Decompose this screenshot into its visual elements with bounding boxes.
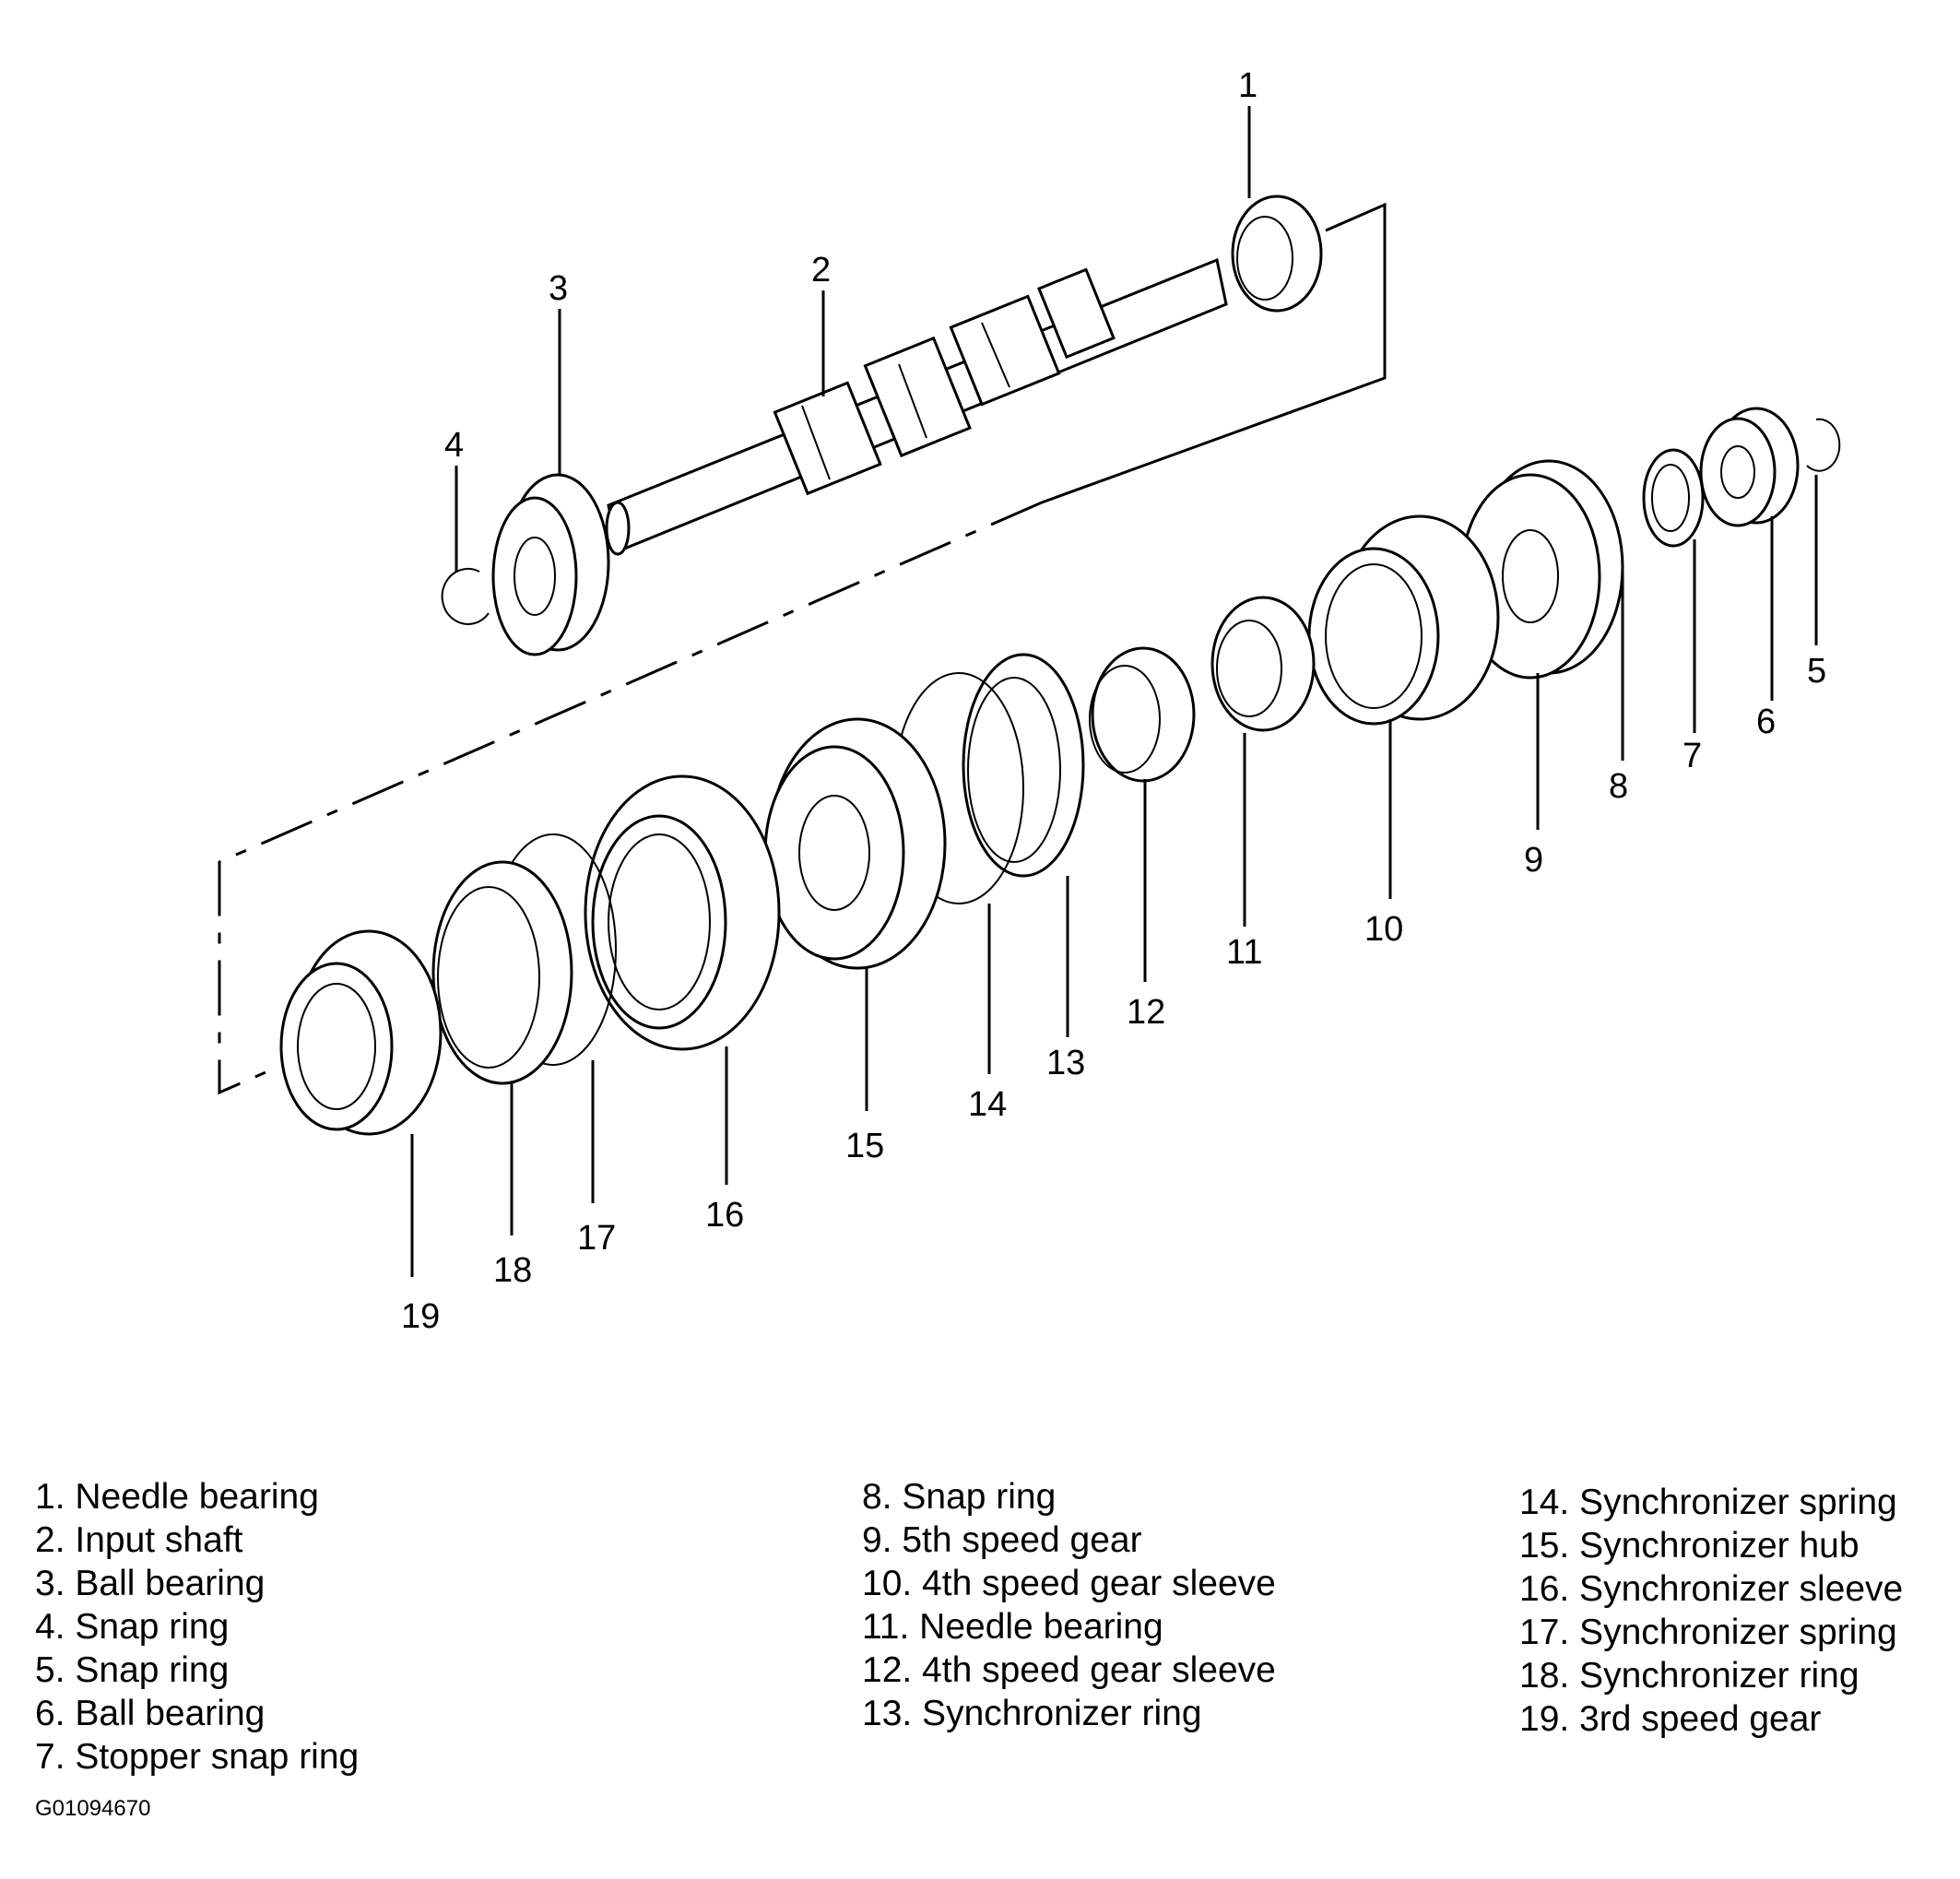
input-shaft: [605, 257, 1228, 556]
callout-12: 12: [1127, 993, 1165, 1032]
legend-item: 16. Synchronizer sleeve: [1519, 1569, 1904, 1609]
callout-14: 14: [968, 1085, 1007, 1124]
legend-item: 3. Ball bearing: [35, 1564, 266, 1603]
third-speed-gear-19: [279, 929, 443, 1136]
exploded-view-diagram: 1 2 3 4 5 6 7 8 9 10 11 12 13 14 15 16 1…: [218, 66, 1841, 1336]
callout-18: 18: [493, 1251, 532, 1290]
figure-id: G01094670: [35, 1796, 151, 1821]
synchronizer-ring-13: [962, 653, 1085, 878]
assembly-bracket: [218, 202, 1387, 1095]
legend-column-2: 8. Snap ring 9. 5th speed gear 10. 4th s…: [862, 1475, 1276, 1735]
snap-ring-4: [441, 567, 490, 625]
fourth-speed-gear-sleeve-12: [1089, 646, 1196, 783]
callout-15: 15: [845, 1127, 884, 1165]
callout-1: 1: [1238, 66, 1257, 105]
legend-item: 18. Synchronizer ring: [1519, 1656, 1860, 1696]
callout-16: 16: [705, 1196, 744, 1235]
legend-item: 5. Snap ring: [35, 1650, 230, 1690]
callout-4: 4: [444, 426, 464, 465]
callout-8: 8: [1609, 767, 1628, 806]
legend-column-3: 14. Synchronizer spring 15. Synchronizer…: [1519, 1481, 1903, 1741]
callout-6: 6: [1756, 703, 1776, 741]
legend-item: 2. Input shaft: [35, 1520, 243, 1560]
legend-item: 10. 4th speed gear sleeve: [862, 1564, 1276, 1603]
synchronizer-hub-15: [763, 717, 947, 970]
callout-7: 7: [1683, 737, 1702, 775]
ball-bearing-3: [491, 473, 610, 656]
legend-column-1: 1. Needle bearing 2. Input shaft 3. Ball…: [35, 1475, 359, 1779]
legend-item: 13. Synchronizer ring: [862, 1694, 1202, 1733]
leader-lines: [410, 106, 1818, 1277]
legend-item: 9. 5th speed gear: [862, 1520, 1142, 1560]
legend-item: 12. 4th speed gear sleeve: [862, 1650, 1276, 1690]
snap-ring-5: [1806, 418, 1841, 472]
needle-bearing-1: [1231, 195, 1323, 313]
callout-3: 3: [549, 269, 568, 308]
callout-17: 17: [577, 1219, 616, 1258]
stopper-snap-ring-7: [1642, 448, 1705, 548]
callout-2: 2: [811, 251, 831, 290]
needle-bearing-11: [1210, 596, 1316, 732]
legend-item: 1. Needle bearing: [35, 1477, 319, 1517]
callout-11: 11: [1226, 933, 1262, 972]
callout-labels: 1 2 3 4 5 6 7 8 9 10 11 12 13 14 15 16 1…: [401, 66, 1826, 1336]
legend-item: 4. Snap ring: [35, 1607, 230, 1647]
legend-item: 7. Stopper snap ring: [35, 1737, 360, 1777]
synchronizer-sleeve-16: [584, 774, 781, 1051]
callout-9: 9: [1524, 841, 1543, 880]
legend-item: 11. Needle bearing: [862, 1607, 1163, 1647]
fourth-speed-gear-sleeve-10: [1307, 514, 1500, 726]
callout-19: 19: [401, 1297, 440, 1336]
legend-item: 14. Synchronizer spring: [1519, 1483, 1897, 1522]
ball-bearing-6: [1699, 407, 1800, 527]
legend-item: 17. Synchronizer spring: [1519, 1613, 1897, 1652]
synchronizer-ring-18: [431, 860, 573, 1085]
legend-item: 6. Ball bearing: [35, 1694, 266, 1733]
callout-10: 10: [1364, 910, 1403, 949]
legend-item: 15. Synchronizer hub: [1519, 1526, 1860, 1566]
legend-item: 19. 3rd speed gear: [1519, 1699, 1822, 1739]
callout-13: 13: [1046, 1044, 1085, 1082]
legend-item: 8. Snap ring: [862, 1477, 1057, 1517]
callout-5: 5: [1807, 652, 1826, 691]
